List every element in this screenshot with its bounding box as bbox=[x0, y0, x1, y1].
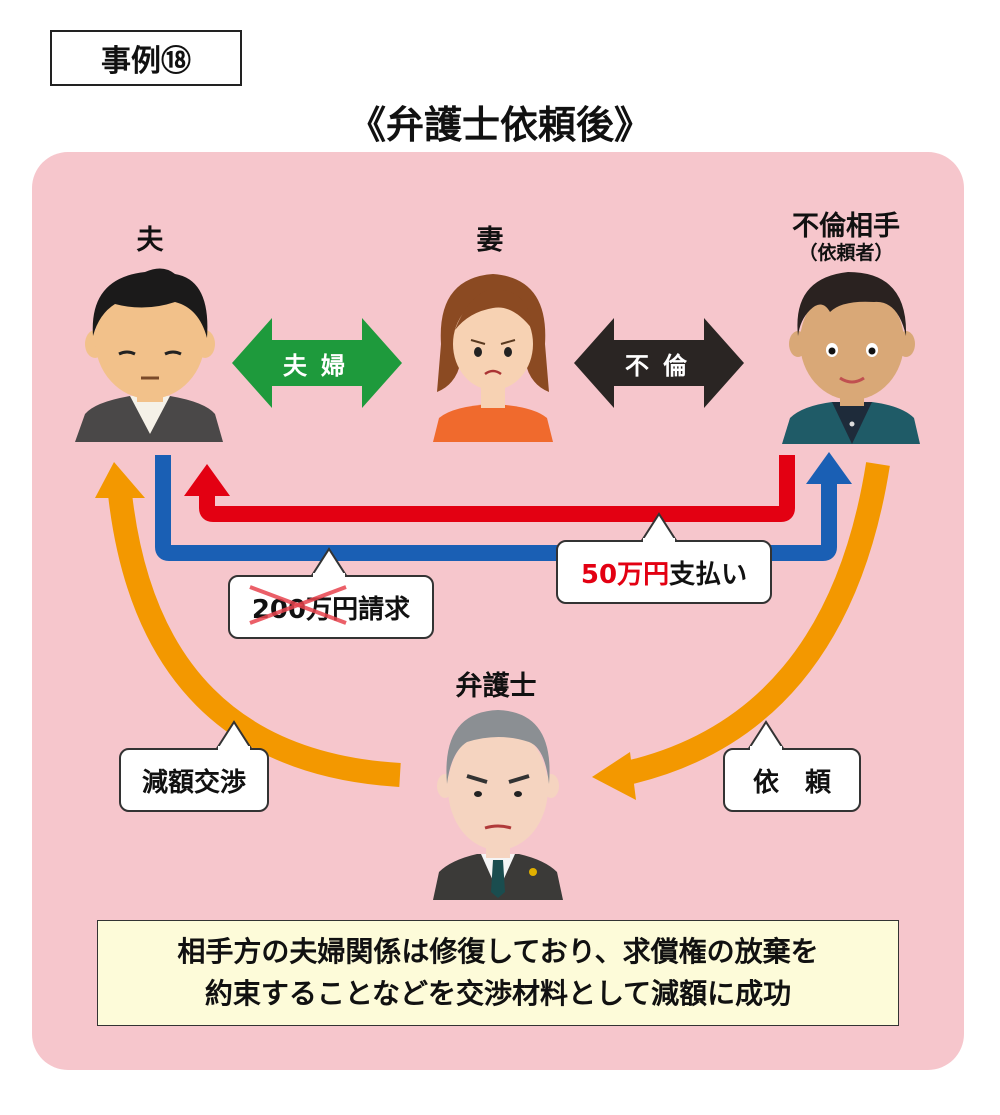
partner-figure bbox=[782, 272, 920, 444]
husband-label: 夫 bbox=[136, 225, 164, 256]
wife-label: 妻 bbox=[476, 225, 504, 256]
summary-line-2: 約束することなどを交渉材料として減額に成功 bbox=[204, 977, 792, 1010]
payment-suffix: 支払い bbox=[669, 559, 748, 590]
negotiation-curve bbox=[108, 492, 401, 787]
page-title: 《弁護士依頼後》 bbox=[347, 103, 652, 147]
summary-note: 相手方の夫婦関係は修復しており、求償権の放棄を 約束することなどを交渉材料として… bbox=[97, 920, 899, 1026]
marriage-arrow bbox=[232, 318, 402, 408]
payment-bubble: 50万円 支払い bbox=[556, 540, 772, 604]
negotiation-bubble-tail bbox=[214, 720, 254, 750]
request-curve bbox=[615, 462, 890, 787]
affair-arrow bbox=[574, 318, 744, 408]
request-bubble-tail bbox=[746, 720, 786, 750]
claim-line bbox=[155, 455, 837, 561]
claim-arrowhead bbox=[806, 452, 852, 484]
lawyer-figure bbox=[433, 710, 563, 900]
claim-suffix: 請求 bbox=[358, 594, 411, 625]
affair-label: 不倫 bbox=[625, 352, 701, 380]
claim-bubble-tail bbox=[309, 547, 349, 577]
payment-arrowhead bbox=[184, 464, 230, 496]
partner-label: 不倫相手 bbox=[792, 211, 900, 242]
strike-x-icon bbox=[249, 584, 347, 625]
negotiation-arrowhead bbox=[95, 462, 145, 498]
claim-bubble: 200万円 請求 bbox=[228, 575, 434, 639]
request-bubble: 依 頼 bbox=[723, 748, 861, 812]
payment-amount: 50万円 bbox=[580, 559, 670, 590]
request-arrowhead bbox=[592, 752, 636, 800]
marriage-label: 夫婦 bbox=[283, 352, 359, 380]
case-label: 事例⑱ bbox=[50, 30, 242, 86]
partner-sub-label: （依頼者） bbox=[798, 242, 894, 264]
wife-figure bbox=[433, 274, 553, 442]
payment-line bbox=[199, 455, 795, 522]
summary-line-1: 相手方の夫婦関係は修復しており、求償権の放棄を bbox=[177, 935, 819, 968]
husband-figure bbox=[75, 268, 223, 442]
negotiation-bubble: 減額交渉 bbox=[119, 748, 269, 812]
lawyer-label: 弁護士 bbox=[455, 671, 537, 702]
payment-bubble-tail bbox=[639, 512, 679, 542]
struck-amount: 200万円 bbox=[249, 584, 358, 626]
